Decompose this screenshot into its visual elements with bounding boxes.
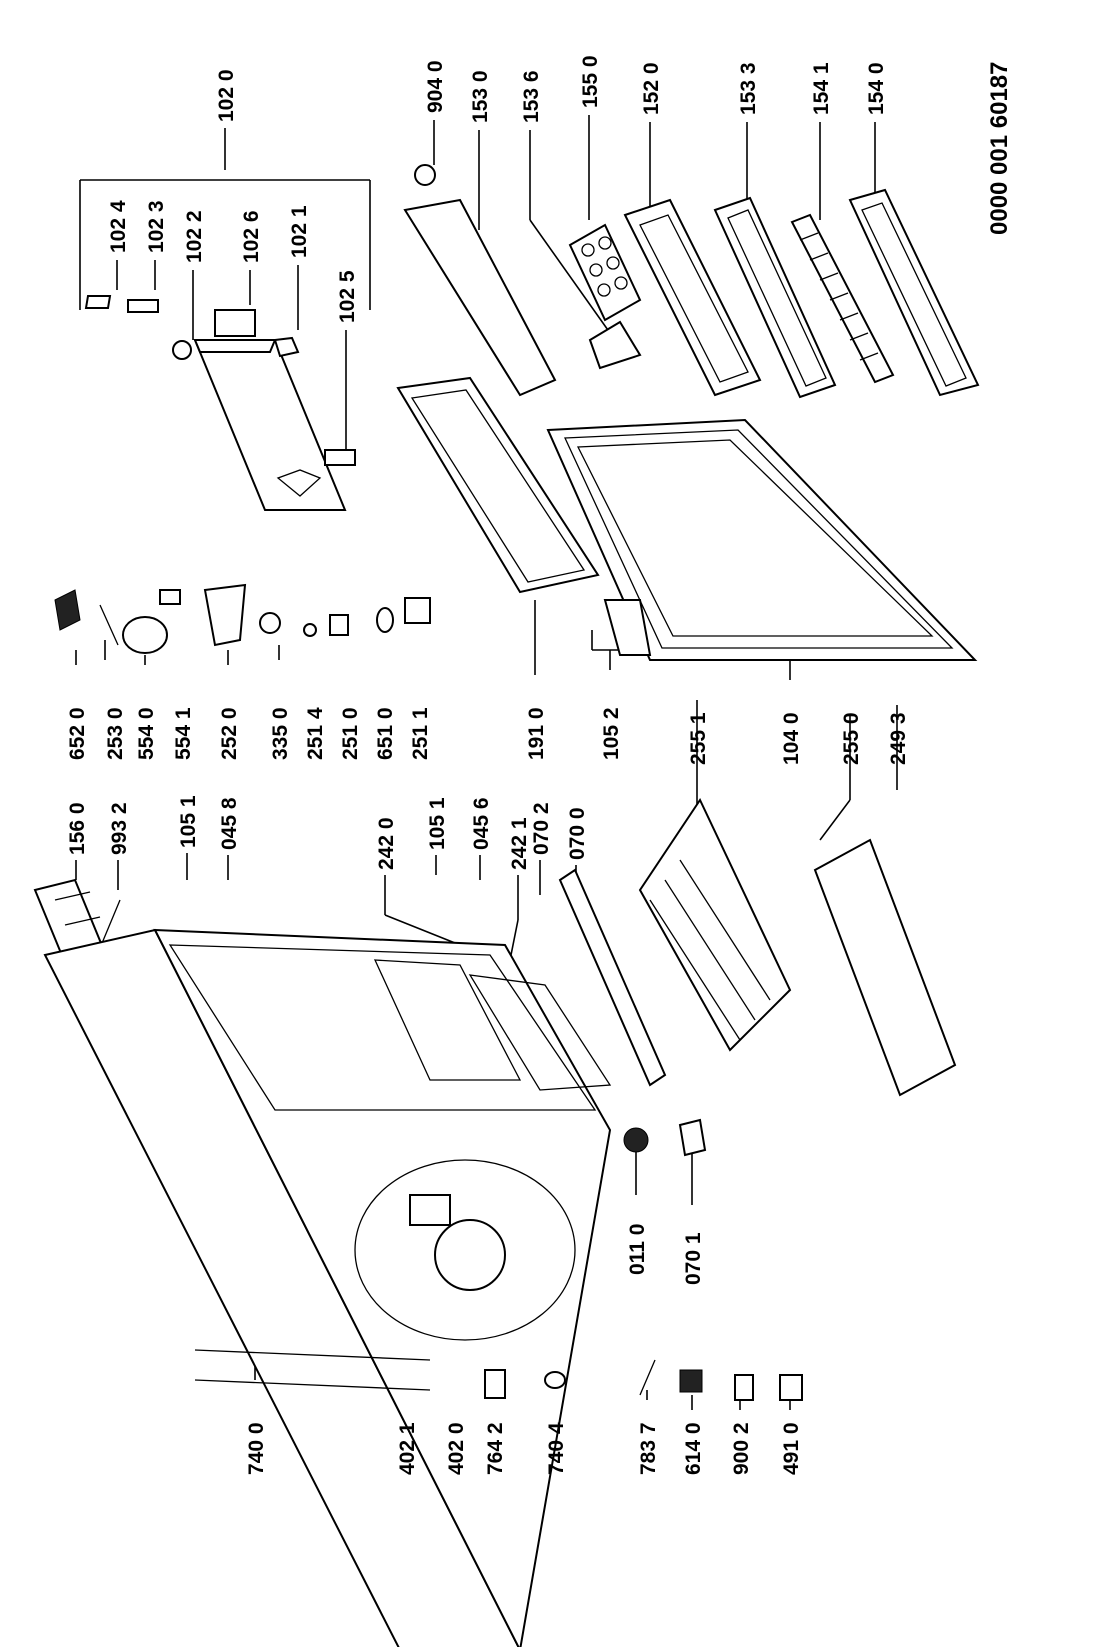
part-070-rail (558, 868, 667, 1087)
label-4021: 402 1 (396, 1422, 419, 1475)
part-191-gasket (396, 376, 600, 594)
label-2530: 253 0 (104, 707, 127, 760)
label-1052: 105 2 (600, 707, 623, 760)
part-104-door (546, 418, 978, 661)
label-1020: 102 0 (215, 69, 238, 122)
label-9002: 900 2 (730, 1422, 753, 1475)
label-1541: 154 1 (810, 62, 833, 115)
label-1025: 102 5 (336, 270, 359, 323)
label-2520: 252 0 (218, 707, 241, 760)
parts-bottom (484, 1118, 803, 1401)
label-6510: 651 0 (374, 707, 397, 760)
label-1536: 153 6 (520, 70, 543, 123)
part-154-door-rack (848, 188, 980, 397)
label-7837: 783 7 (637, 1422, 660, 1475)
label-6140: 614 0 (682, 1422, 705, 1475)
label-1560: 156 0 (66, 802, 89, 855)
label-5540: 554 0 (135, 707, 158, 760)
label-4020: 402 0 (445, 1422, 468, 1475)
part-153-cover (403, 198, 557, 397)
label-7400: 740 0 (245, 1422, 268, 1475)
part-155-egg-tray (568, 223, 642, 322)
part-labels: 102 0 102 4 102 3 102 2 102 6 102 1 102 … (66, 55, 1013, 1475)
label-2511: 251 1 (409, 707, 432, 760)
label-1026: 102 6 (240, 210, 263, 263)
label-2510: 251 0 (339, 707, 362, 760)
label-1040: 104 0 (780, 712, 803, 765)
part-152-door-rack (623, 198, 762, 397)
label-1051b: 105 1 (426, 797, 449, 850)
label-4910: 491 0 (780, 1422, 803, 1475)
label-0701: 070 1 (682, 1232, 705, 1285)
label-2514: 251 4 (304, 707, 327, 760)
part-153-bracket (588, 320, 642, 370)
part-153-3-door-rack (713, 196, 837, 399)
part-cabinet (43, 928, 612, 1647)
label-5541: 554 1 (172, 707, 195, 760)
label-3350: 335 0 (269, 707, 292, 760)
label-7404: 740 4 (545, 1422, 568, 1475)
label-0456: 045 6 (470, 797, 493, 850)
label-2550: 255 0 (840, 712, 863, 765)
label-0702: 070 2 (530, 802, 553, 855)
label-9040: 904 0 (424, 60, 447, 113)
label-1530: 153 0 (469, 70, 492, 123)
label-1024: 102 4 (107, 200, 130, 253)
label-1023: 102 3 (145, 200, 168, 253)
label-0110: 011 0 (626, 1224, 649, 1275)
label-9932: 993 2 (108, 802, 131, 855)
part-255-1-shelf (638, 797, 792, 1052)
part-904-knob (414, 164, 436, 186)
part-105-2-hinge (603, 599, 652, 656)
label-7642: 764 2 (484, 1422, 507, 1475)
label-1550: 155 0 (579, 55, 602, 108)
part-control-panel (84, 295, 356, 511)
label-1022: 102 2 (183, 210, 206, 263)
label-1540: 154 0 (865, 62, 888, 115)
label-1051a: 105 1 (177, 795, 200, 848)
label-2420: 242 0 (375, 817, 398, 870)
parts-column-middle-left (54, 583, 431, 654)
label-2493: 249 3 (887, 712, 910, 765)
drawing-number: 0000 001 60187 (986, 61, 1013, 235)
label-0700: 070 0 (566, 807, 589, 860)
label-2421: 242 1 (508, 817, 531, 870)
part-249-3-trim (869, 839, 956, 1066)
label-1910: 191 0 (525, 707, 548, 760)
label-1520: 152 0 (640, 62, 663, 115)
label-1533: 153 3 (737, 62, 760, 115)
label-2551: 255 1 (687, 712, 710, 765)
part-154-1-bar (790, 213, 895, 384)
label-6520: 652 0 (66, 707, 89, 760)
label-0458: 045 8 (218, 797, 241, 850)
label-1021: 102 1 (288, 205, 311, 258)
